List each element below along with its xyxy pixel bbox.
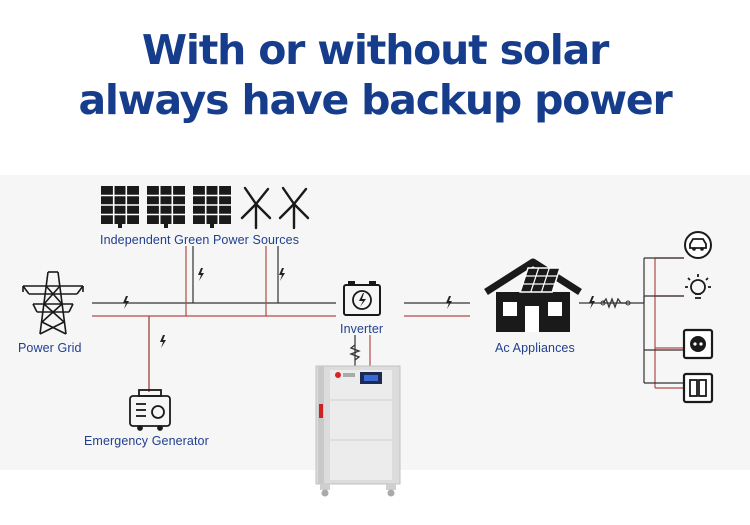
bolt-icon (589, 296, 595, 309)
headline-line-1: With or without solar (141, 26, 609, 74)
battery-cabinet-icon (315, 365, 401, 497)
car-icon (684, 231, 712, 259)
bolt-markers (123, 268, 595, 348)
inverter-icon (343, 281, 381, 316)
label-power-grid: Power Grid (18, 341, 82, 355)
label-ac-appliances: Ac Appliances (495, 341, 575, 355)
headline-line-2: always have backup power (78, 76, 672, 124)
wiring-dark-2 (643, 257, 684, 384)
bolt-icon (446, 296, 452, 309)
transmission-tower-icon (22, 271, 84, 335)
bolt-icon (198, 268, 204, 281)
coil-icon (349, 344, 361, 361)
power-socket-icon (682, 328, 714, 360)
bolt-icon (123, 296, 129, 309)
bolt-icon (160, 335, 166, 348)
resistor-icon (602, 297, 627, 309)
solar-panel-icon (193, 186, 231, 228)
solar-panel-icon (101, 186, 139, 228)
label-emergency-generator: Emergency Generator (84, 434, 209, 448)
generator-icon (129, 389, 171, 431)
light-bulb-icon (685, 274, 711, 299)
wind-turbine-icon (278, 186, 310, 230)
solar-house-icon (484, 258, 582, 332)
bolt-icon (279, 268, 285, 281)
label-green-power-sources: Independent Green Power Sources (100, 233, 300, 247)
solar-panel-icon (147, 186, 185, 228)
wind-turbine-icon (240, 186, 272, 230)
label-inverter: Inverter (340, 322, 384, 336)
light-switch-icon (682, 372, 714, 404)
